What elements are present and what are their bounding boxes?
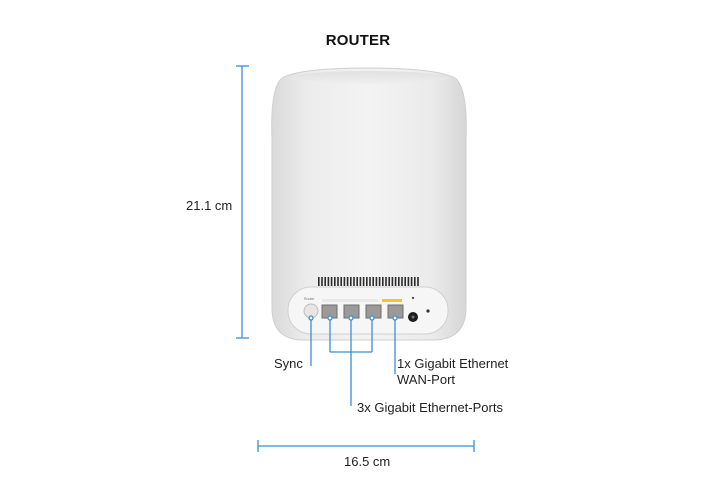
wan-callout-label-line2: WAN-Port [397,372,456,387]
vent-grille [318,277,419,286]
vent-slot [350,277,352,286]
vent-slot [340,277,342,286]
diagram-title: ROUTER [325,32,391,49]
vent-slot [385,277,387,286]
svg-text:Router: Router [304,297,315,301]
vent-slot [410,277,413,286]
vent-slot [366,277,368,286]
vent-slot [407,277,410,286]
vent-slot [346,277,349,286]
router-body [271,67,467,341]
vent-slot [343,277,346,286]
lan-callout-label: 3x Gigabit Ethernet-Ports [357,400,503,415]
vent-slot [394,277,397,286]
vent-slot [417,277,419,286]
vent-slot [369,277,371,286]
vent-slot [378,277,381,286]
vent-slot [337,277,339,286]
vent-slot [359,277,362,286]
vent-slot [388,277,390,286]
vent-slot [375,277,378,286]
vent-slot [330,277,333,286]
height-dimension-label: 21.1 cm [186,198,233,213]
vent-slot [401,277,403,286]
vent-slot [353,277,355,286]
vent-slot [321,277,323,286]
wan-callout-label-line1: 1x Gigabit Ethernet [397,356,509,371]
vent-slot [324,277,326,286]
internet-tag [382,299,402,302]
height-dimension-line [236,65,249,339]
vent-slot [362,277,365,286]
vent-slot [356,277,358,286]
vent-slot [391,277,394,286]
vent-slot [334,277,336,286]
vent-slot [318,277,320,286]
width-dimension-line [257,440,475,452]
width-dimension-label: 16.5 cm [344,454,391,469]
reset-pinhole [426,309,430,313]
vent-slot [414,277,416,286]
vent-slot [404,277,406,286]
sync-callout-label: Sync [274,356,303,371]
callout-lines [310,318,396,406]
vent-slot [398,277,400,286]
vent-slot [372,277,374,286]
vent-slot [327,277,330,286]
vent-slot [382,277,384,286]
